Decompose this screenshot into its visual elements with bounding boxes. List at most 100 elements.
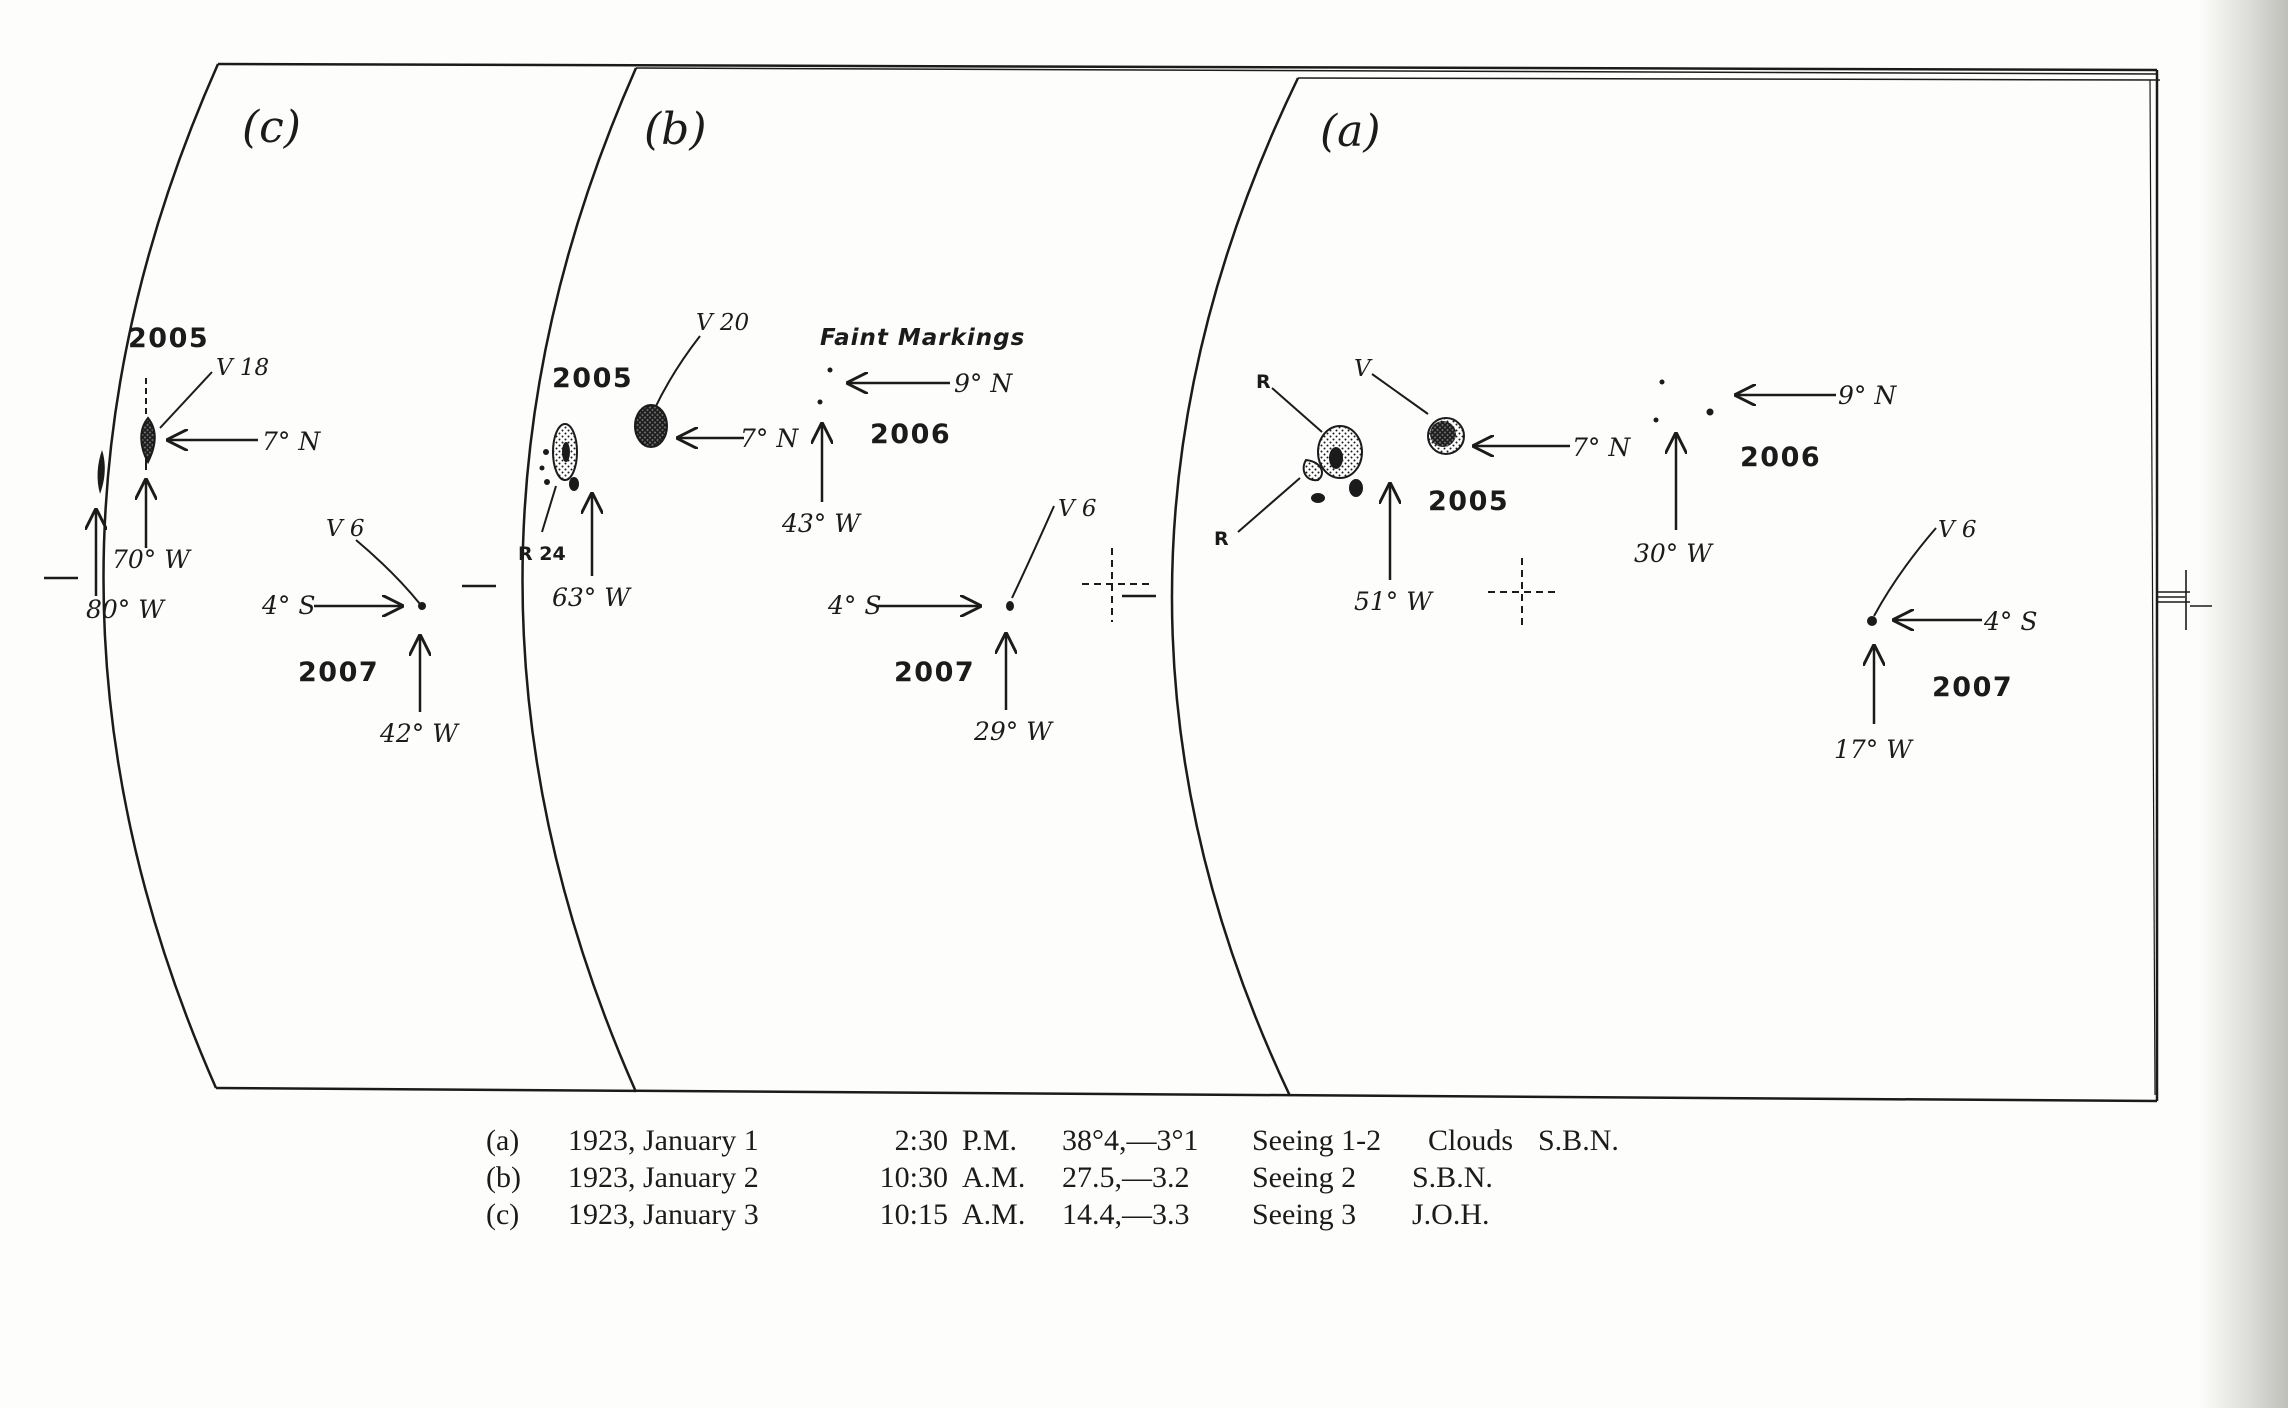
- sunspot-fragment: [569, 477, 579, 491]
- latitude-label: 7° N: [740, 424, 799, 453]
- caption-ampm: A.M.: [962, 1198, 1026, 1231]
- leader-line: [1237, 477, 1301, 533]
- spot-2005-label: 2005: [1428, 486, 1509, 517]
- longitude-label: 30° W: [1634, 539, 1714, 568]
- panel-b: 2005 V 20 7° N R 24 63° W Faint Markings…: [518, 310, 1150, 746]
- caption-key: (b): [486, 1161, 521, 1194]
- spot-v-label: V: [1354, 356, 1373, 382]
- caption-seeing: Seeing 2: [1252, 1161, 1357, 1194]
- spot-v18-label: V 18: [216, 355, 269, 381]
- caption-ampm: P.M.: [962, 1124, 1018, 1157]
- longitude-label: 17° W: [1834, 735, 1914, 764]
- spot-2007-label: 2007: [894, 657, 975, 688]
- spot-r-label: R: [1256, 371, 1271, 393]
- limb-longitude-label: 80° W: [86, 595, 166, 624]
- caption-row-b: (b) 1923, January 2 10:30 A.M. 27.5,—3.2…: [486, 1159, 1619, 1196]
- longitude-label: 43° W: [781, 509, 862, 538]
- caption-time: 10:30: [879, 1161, 948, 1194]
- center-crosshair: [1488, 558, 1558, 626]
- latitude-label: 9° N: [954, 369, 1013, 398]
- leader-line: [1873, 527, 1937, 617]
- sunspot-fragment: [1349, 479, 1363, 497]
- panel-a: R V R 7° N 2005 51° W: [1214, 356, 2037, 764]
- sunspot-2005: [140, 416, 156, 465]
- spot-2006-label: 2006: [1740, 442, 1821, 473]
- caption-observer: S.B.N.: [1412, 1161, 1493, 1194]
- limb-sunspot: [97, 450, 105, 494]
- figure-caption: (a) 1923, January 1 2:30 P.M. 38°4,—3°1 …: [486, 1122, 1619, 1233]
- spot-2006-label: 2006: [870, 419, 951, 450]
- panel-letter-a: (a): [1320, 106, 1381, 157]
- leader-line: [355, 539, 421, 605]
- spot-2007-label: 2007: [1932, 672, 2013, 703]
- spot-r-label-2: R: [1214, 528, 1229, 550]
- caption-ampm: A.M.: [962, 1161, 1026, 1194]
- spot-2005-label: 2005: [128, 323, 209, 354]
- frame: [44, 62, 2212, 1103]
- sunspot-2007: [1867, 616, 1877, 626]
- longitude-label: 42° W: [379, 719, 460, 748]
- sunspot-2007: [1006, 601, 1014, 611]
- sunspot-umbra: [1329, 447, 1343, 469]
- caption-row-c: (c) 1923, January 3 10:15 A.M. 14.4,—3.3…: [486, 1196, 1619, 1233]
- longitude-label: 29° W: [973, 717, 1054, 746]
- latitude-label: 7° N: [1572, 433, 1631, 462]
- caption-key: (a): [486, 1124, 520, 1157]
- caption-seeing: Seeing 3: [1252, 1198, 1357, 1231]
- caption-position: 14.4,—3.3: [1062, 1198, 1190, 1231]
- latitude-label: 4° S: [261, 591, 315, 620]
- latitude-label: 9° N: [1838, 381, 1897, 410]
- caption-seeing: Seeing 1-2: [1252, 1124, 1382, 1157]
- spot-2007-label: 2007: [298, 657, 379, 688]
- faint-marking: [827, 367, 833, 373]
- spot-v6-label: V 6: [326, 516, 365, 542]
- sunspot-fragment: [544, 479, 550, 485]
- panel-letter-b: (b): [644, 104, 707, 155]
- leader-line: [159, 371, 213, 429]
- spot-v6-label: V 6: [1938, 517, 1977, 543]
- faint-marking: [1706, 408, 1714, 416]
- leader-line: [1011, 505, 1055, 599]
- caption-row-a: (a) 1923, January 1 2:30 P.M. 38°4,—3°1 …: [486, 1122, 1619, 1159]
- longitude-label: 70° W: [112, 545, 192, 574]
- leader-line: [653, 335, 701, 411]
- sunspot-fragment: [1311, 493, 1325, 503]
- sunspot-umbra: [562, 442, 570, 462]
- sunspot-2005: [634, 404, 668, 448]
- faint-markings-note: Faint Markings: [820, 325, 1025, 351]
- sunspot-2007: [418, 602, 426, 610]
- spot-2005-label: 2005: [552, 363, 633, 394]
- caption-time: 2:30: [894, 1124, 948, 1157]
- panel-letter-c: (c): [242, 102, 301, 153]
- caption-time: 10:15: [879, 1198, 948, 1231]
- faint-marking: [817, 399, 823, 405]
- leader-line: [1271, 387, 1323, 433]
- caption-date: 1923, January 1: [568, 1124, 759, 1157]
- caption-observer: J.O.H.: [1412, 1198, 1490, 1231]
- spot-v20-label: V 20: [696, 310, 749, 336]
- center-crosshair: [1082, 548, 1150, 622]
- sunspot-penumbra: [1302, 458, 1323, 482]
- longitude-label: 63° W: [552, 583, 632, 612]
- spot-v6-label: V 6: [1058, 496, 1097, 522]
- panel-c: 2005 V 18 7° N 70° W 80° W V 6 4° S 2007…: [86, 323, 460, 748]
- caption-position: 27.5,—3.2: [1062, 1161, 1190, 1194]
- page-edge-shadow: [2198, 0, 2288, 1408]
- longitude-label: 51° W: [1354, 587, 1434, 616]
- latitude-label: 4° S: [1983, 607, 2037, 636]
- spot-r24-label: R 24: [518, 543, 566, 565]
- caption-date: 1923, January 2: [568, 1161, 759, 1194]
- latitude-label: 4° S: [827, 591, 881, 620]
- latitude-label: 7° N: [262, 427, 321, 456]
- leader-line: [1371, 373, 1429, 415]
- caption-position: 38°4,—3°1: [1062, 1124, 1199, 1157]
- sunspot-fragment: [539, 465, 545, 471]
- sunspot-fragment: [543, 449, 549, 455]
- caption-date: 1923, January 3: [568, 1198, 759, 1231]
- faint-marking: [1653, 417, 1659, 423]
- caption-extra: Clouds: [1428, 1124, 1514, 1157]
- faint-marking: [1659, 379, 1665, 385]
- caption-key: (c): [486, 1198, 520, 1231]
